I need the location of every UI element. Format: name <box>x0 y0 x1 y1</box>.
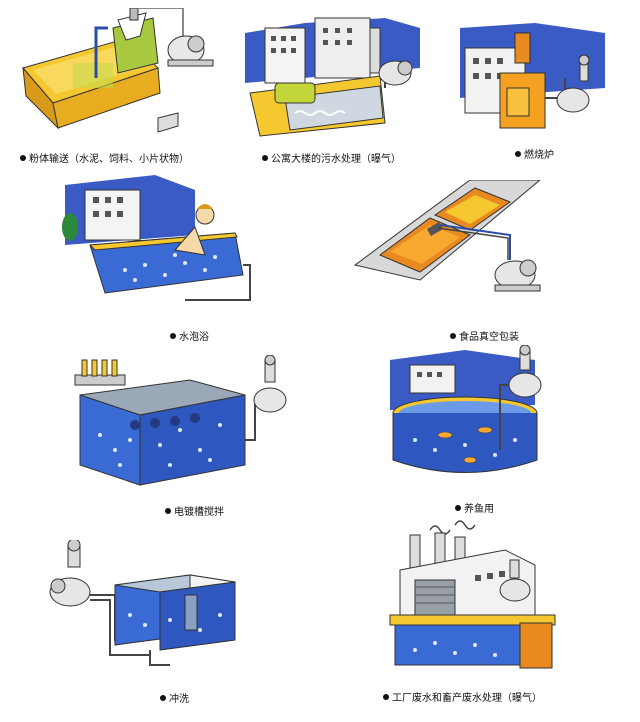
caption-text: 冲洗 <box>169 694 189 705</box>
industrial-livestock-wastewater-illustration <box>389 520 556 669</box>
bullet-icon <box>455 505 461 511</box>
incinerator-illustration <box>460 23 605 129</box>
panel-incinerator <box>455 18 620 138</box>
caption-text: 食品真空包装 <box>459 332 519 343</box>
water-bubble-bath-illustration <box>62 175 251 301</box>
apartment-sewage-illustration <box>245 17 420 137</box>
panel-powder-conveying <box>18 8 223 138</box>
caption-flushing: 冲洗 <box>160 690 189 705</box>
caption-electroplating-agitation: 电镀槽搅拌 <box>165 503 224 518</box>
caption-text: 水泡浴 <box>179 332 209 343</box>
caption-text: 公寓大楼的污水处理（曝气） <box>271 154 401 165</box>
bullet-icon <box>170 333 176 339</box>
electroplating-agitation-illustration <box>74 355 287 486</box>
caption-text: 工厂废水和畜产废水处理（曝气） <box>392 693 542 704</box>
panel-flushing <box>40 540 265 670</box>
caption-powder-conveying: 粉体输送（水泥、饲料、小片状物） <box>20 150 189 165</box>
panel-electroplating-agitation <box>60 355 295 490</box>
caption-fish-farming: 养鱼用 <box>455 500 494 515</box>
panel-food-vacuum-packing <box>350 180 550 305</box>
caption-incinerator: 燃烧炉 <box>515 146 554 161</box>
caption-apartment-sewage: 公寓大楼的污水处理（曝气） <box>262 150 401 165</box>
panel-water-bubble-bath <box>55 175 255 310</box>
flushing-illustration <box>49 540 236 666</box>
bullet-icon <box>383 694 389 700</box>
caption-food-vacuum-packing: 食品真空包装 <box>450 328 519 343</box>
panel-apartment-sewage <box>245 8 425 143</box>
caption-industrial-livestock-wastewater: 工厂废水和畜产废水处理（曝气） <box>383 689 542 704</box>
bullet-icon <box>160 695 166 701</box>
powder-conveying-illustration <box>22 8 214 133</box>
food-vacuum-packing-illustration <box>353 180 541 292</box>
bullet-icon <box>450 333 456 339</box>
bullet-icon <box>515 151 521 157</box>
bullet-icon <box>165 508 171 514</box>
caption-text: 燃烧炉 <box>524 150 554 161</box>
caption-water-bubble-bath: 水泡浴 <box>170 328 209 343</box>
caption-text: 电镀槽搅拌 <box>174 507 224 518</box>
fish-farming-illustration <box>390 345 542 473</box>
bullet-icon <box>262 155 268 161</box>
caption-text: 粉体输送（水泥、饲料、小片状物） <box>29 154 189 165</box>
panel-fish-farming <box>385 345 555 485</box>
panel-industrial-livestock-wastewater <box>385 515 560 675</box>
caption-text: 养鱼用 <box>464 504 494 515</box>
bullet-icon <box>20 155 26 161</box>
